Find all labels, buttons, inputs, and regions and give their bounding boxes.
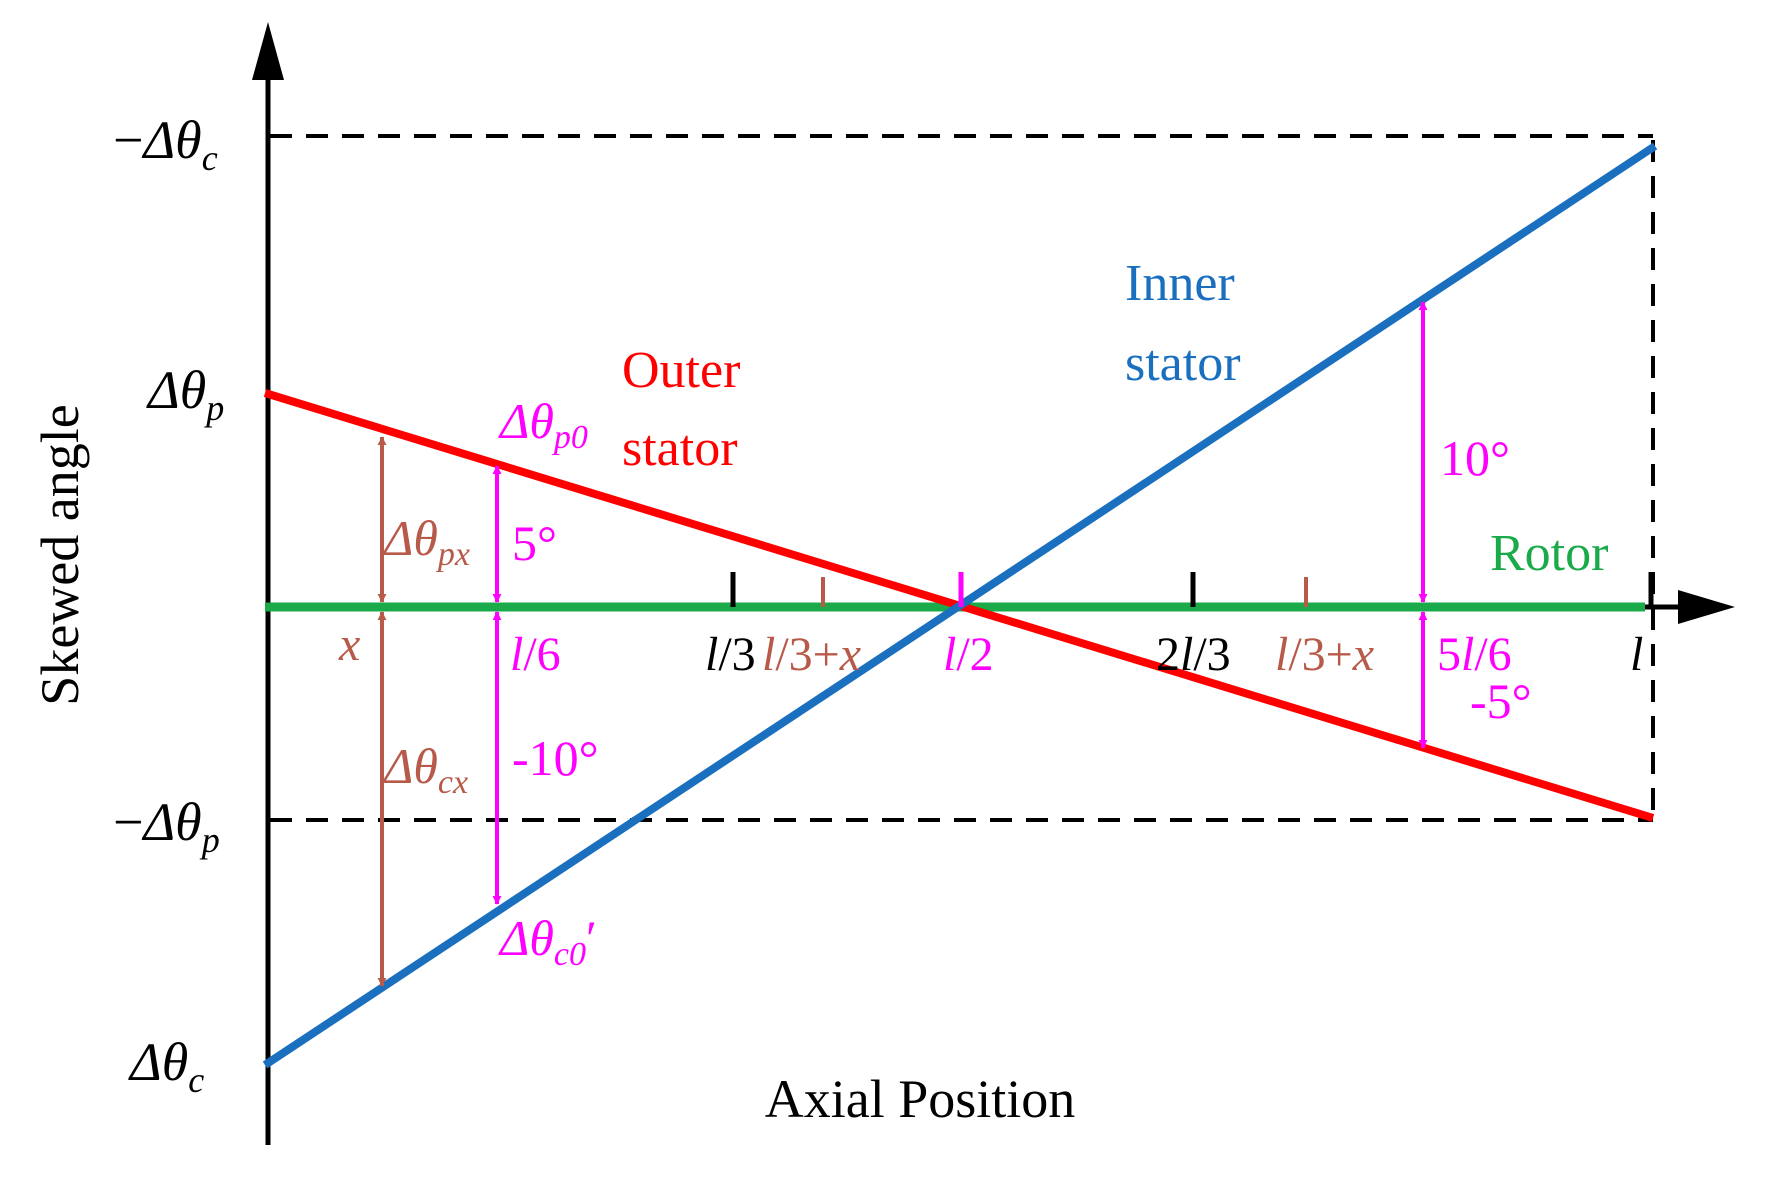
xlabel-l-end: l [1630, 628, 1643, 681]
xlabel-l3-plus-x-2: l/3+x [1275, 628, 1374, 681]
label-minus5deg: -5° [1470, 673, 1532, 729]
label-5deg: 5° [512, 515, 557, 571]
outer-stator-label-2: stator [622, 420, 738, 477]
inner-stator-label-1: Inner [1125, 255, 1235, 312]
xlabel-l6: l/6 [510, 628, 561, 681]
ylabel-neg-delta-theta-p: −Δθp [113, 792, 220, 860]
rotor-label: Rotor [1490, 525, 1608, 582]
label-minus10deg: -10° [512, 730, 599, 786]
xlabel-l3: l/3 [705, 628, 756, 681]
ylabel-neg-delta-theta-c: −Δθc [113, 110, 218, 178]
y-axis-arrowhead [252, 22, 284, 80]
annotation-delta-theta-px: Δθpx [382, 510, 470, 573]
ylabel-delta-theta-p: Δθp [146, 360, 224, 428]
annotation-delta-theta-p0: Δθp0 [498, 393, 588, 456]
xlabel-l3-plus-x-1: l/3+x [762, 628, 861, 681]
x-axis-arrowhead [1678, 590, 1735, 624]
xlabel-2l3: 2l/3 [1156, 628, 1231, 681]
xlabel-x: x [338, 618, 360, 671]
ylabel-delta-theta-c: Δθc [128, 1032, 204, 1100]
y-axis-title: Skewed angle [30, 404, 90, 705]
label-10deg: 10° [1440, 430, 1510, 486]
annotation-delta-theta-c0-prime: Δθc0′ [498, 910, 597, 973]
outer-stator-label-1: Outer [622, 342, 740, 399]
x-axis-title: Axial Position [765, 1069, 1076, 1129]
xlabel-l2: l/2 [943, 628, 994, 681]
inner-stator-label-2: stator [1125, 335, 1241, 392]
xlabel-5l6: 5l/6 [1437, 628, 1512, 681]
annotation-delta-theta-cx: Δθcx [382, 738, 468, 801]
